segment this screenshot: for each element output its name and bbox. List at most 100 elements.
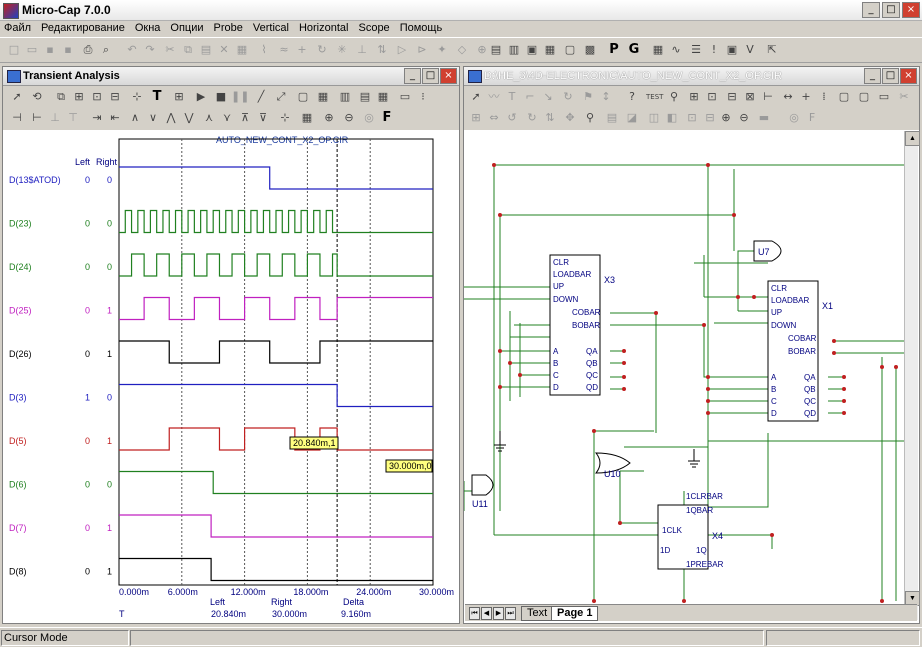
chip-icon[interactable]: ▣ (726, 43, 738, 56)
schematic-close-button[interactable]: × (900, 68, 917, 84)
menu-edit[interactable]: Редактирование (41, 22, 125, 34)
menu-scope[interactable]: Scope (358, 22, 390, 34)
expand-icon[interactable]: ⤢ (276, 90, 286, 103)
cursor-next-icon[interactable]: ⇥ (92, 111, 102, 124)
menu-help[interactable]: Помощь (399, 22, 443, 34)
sch-mirror-icon[interactable]: ⇔ (489, 111, 499, 124)
copy-icon[interactable]: ⧉ (184, 43, 192, 56)
sch-color-icon[interactable]: ◎ (789, 111, 799, 124)
plot-mode-icon[interactable]: ⊟ (110, 90, 120, 103)
component-icon[interactable]: ⊥ (357, 43, 367, 56)
sch-front-icon[interactable]: ◫ (648, 111, 660, 124)
probe-g-icon[interactable]: G (628, 42, 640, 57)
cut-icon[interactable]: ✂ (165, 43, 175, 56)
cursor-valley-icon[interactable]: ⊤ (68, 111, 78, 124)
cursor-tag-1[interactable]: 20.840m,1 (289, 436, 339, 450)
cursor-peak-icon[interactable]: ⊥ (50, 111, 60, 124)
delete-icon[interactable]: ✕ (219, 43, 229, 56)
gate-icon[interactable]: ▷ (397, 43, 407, 56)
slope-down-icon[interactable]: ∨ (148, 111, 158, 124)
node-icon[interactable]: ✦ (437, 43, 447, 56)
sch-border-icon[interactable]: ▢ (858, 90, 870, 103)
grid-snap-icon[interactable]: ⊕ (477, 43, 487, 56)
sch-back-icon[interactable]: ◧ (666, 111, 678, 124)
undo-icon[interactable]: ↶ (127, 43, 137, 56)
minimize-button[interactable]: _ (862, 2, 880, 18)
transient-maximize-button[interactable]: □ (422, 68, 439, 84)
wire-icon[interactable]: ⌇ (261, 43, 267, 56)
sch-flip-icon[interactable]: ⇅ (545, 111, 555, 124)
print-icon[interactable]: ⎙ (83, 43, 93, 56)
junction-icon[interactable]: ✳ (337, 43, 347, 56)
new-file-icon[interactable]: □ (8, 43, 20, 56)
tab-last-icon[interactable]: ⏭ (505, 607, 516, 620)
sch-bus-icon[interactable]: ⌐ (525, 90, 535, 103)
sch-zoom-in-icon[interactable]: ⊕ (721, 111, 731, 124)
slope-up-icon[interactable]: ∧ (130, 111, 140, 124)
sch-title-block-icon[interactable]: ▭ (878, 90, 890, 103)
sch-fill-icon[interactable]: ▬ (758, 111, 770, 124)
table-view-icon[interactable]: ▦ (301, 111, 313, 124)
table-icon[interactable]: ▦ (377, 90, 389, 103)
run-icon[interactable]: ▶ (196, 90, 206, 103)
sch-probe-icon[interactable]: ⚲ (669, 90, 679, 103)
sch-group-icon[interactable]: ⊡ (687, 111, 697, 124)
schematic-maximize-button[interactable]: □ (882, 68, 899, 84)
grid-major-icon[interactable]: ▤ (359, 90, 371, 103)
line-icon[interactable]: ╱ (257, 90, 265, 103)
fall-icon[interactable]: ⋁ (184, 111, 194, 124)
save-all-icon[interactable]: ▪ (64, 43, 72, 56)
menu-options[interactable]: Опции (170, 22, 204, 34)
menu-vertical[interactable]: Vertical (252, 22, 289, 34)
schematic-vertical-scrollbar[interactable]: ▲ ▼ (904, 131, 920, 606)
sch-grid-text-icon[interactable]: ⊠ (745, 90, 755, 103)
sch-attr-icon[interactable]: ⊟ (727, 90, 737, 103)
sch-pin-icon[interactable]: ↕ (601, 90, 611, 103)
sch-ortho-icon[interactable]: ↘ (543, 90, 553, 103)
scale-icon[interactable]: ⟲ (32, 90, 42, 103)
color-icon[interactable]: ◎ (364, 111, 374, 124)
properties-icon[interactable]: ⊞ (174, 90, 184, 103)
transient-minimize-button[interactable]: _ (404, 68, 421, 84)
select-all-icon[interactable]: ▦ (236, 43, 248, 56)
border-icon[interactable]: ▢ (297, 90, 309, 103)
tab-prev-icon[interactable]: ◀ (481, 607, 492, 620)
sch-find-icon[interactable]: ⚲ (585, 111, 595, 124)
sch-flag-icon[interactable]: ⚑ (583, 90, 593, 103)
calculator-icon[interactable]: ▩ (584, 43, 596, 56)
sch-test-icon[interactable]: TEST (646, 93, 664, 101)
open-file-icon[interactable]: ▭ (26, 43, 38, 56)
sch-ungroup-icon[interactable]: ⊟ (705, 111, 715, 124)
bus-icon[interactable]: ≈ (279, 43, 289, 56)
tab-next-icon[interactable]: ▶ (493, 607, 504, 620)
tag-icon[interactable]: ⊹ (132, 90, 142, 103)
window-bottom-icon[interactable]: ▭ (399, 90, 411, 103)
tab-text[interactable]: Text (521, 606, 554, 621)
flip-icon[interactable]: ⇅ (377, 43, 387, 56)
sch-layer-icon[interactable]: ◪ (626, 111, 638, 124)
paste-icon[interactable]: ▤ (200, 43, 212, 56)
sch-dot-grid-icon[interactable]: ⁞ (822, 90, 826, 103)
zoom-in-icon[interactable]: ⊕ (324, 111, 334, 124)
gate-u11[interactable]: U11 (471, 474, 494, 509)
point-icon[interactable]: ⊹ (280, 111, 290, 124)
scroll-up-icon[interactable]: ▲ (905, 131, 920, 146)
peak-icon[interactable]: ⋏ (204, 111, 214, 124)
sch-pin-conn-icon[interactable]: ⊡ (707, 90, 717, 103)
gate-u10[interactable]: U10 (594, 452, 631, 479)
digital-lib-icon[interactable]: ▦ (652, 43, 664, 56)
font-icon[interactable]: F (382, 110, 392, 125)
zoom-region-icon[interactable]: ⊡ (92, 90, 102, 103)
counter-x1[interactable]: X1 CLR LOADBAR UP DOWN COBAR BOBAR A B C… (767, 280, 833, 422)
split-horizontal-icon[interactable]: ▤ (490, 43, 502, 56)
zoom-out-icon[interactable]: ⊖ (344, 111, 354, 124)
sch-zoom-out-icon[interactable]: ⊖ (739, 111, 749, 124)
gate-u7[interactable]: U7 (753, 240, 782, 262)
auto-scale-icon[interactable]: ⧉ (57, 90, 65, 103)
flipflop-x4[interactable]: X4 1CLRBAR 1QBAR 1CLK 1D 1Q 1PREBAR (657, 492, 724, 570)
window-icon[interactable]: ▢ (564, 43, 576, 56)
diamond-icon[interactable]: ◇ (457, 43, 467, 56)
pause-icon[interactable]: ❚❚ (231, 90, 250, 103)
cursor-left-icon[interactable]: ⊣ (12, 111, 22, 124)
sch-show-icon[interactable]: ⊢ (763, 90, 773, 103)
